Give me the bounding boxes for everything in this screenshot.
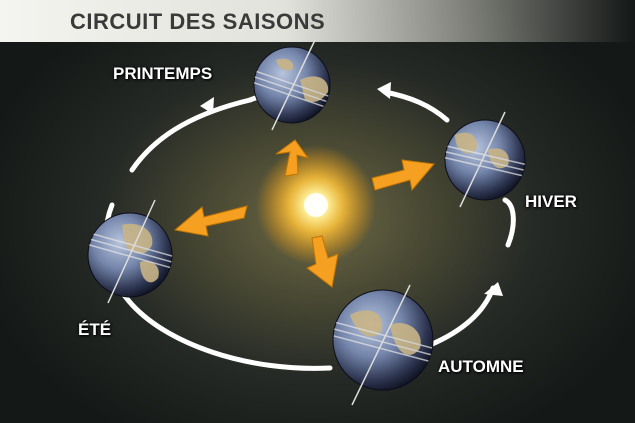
earth-globe-winter — [444, 111, 526, 208]
season-label-winter: HIVER — [525, 192, 577, 211]
season-label-spring: PRINTEMPS — [113, 64, 213, 83]
earth-globe-summer — [87, 199, 173, 304]
earth-globe-spring — [253, 39, 331, 131]
season-label-summer: ÉTÉ — [78, 320, 112, 339]
sunlight-arrow-autumn — [306, 235, 339, 288]
diagram-title: CIRCUIT DES SAISONS — [70, 9, 326, 34]
title-bar: CIRCUIT DES SAISONS — [0, 0, 635, 42]
orbit-direction-arrow-icon — [200, 97, 214, 114]
sunlight-arrows — [173, 139, 435, 288]
season-label-autumn: AUTOMNE — [438, 357, 524, 376]
sunlight-arrow-summer — [173, 205, 248, 237]
sunlight-arrow-spring — [275, 139, 310, 177]
earth-globe-autumn — [332, 284, 434, 406]
orbit-direction-arrow-icon — [377, 82, 391, 99]
orbit-direction-arrow-icon — [484, 282, 503, 296]
sunlight-arrow-winter — [371, 159, 435, 192]
sun-core — [304, 193, 328, 217]
